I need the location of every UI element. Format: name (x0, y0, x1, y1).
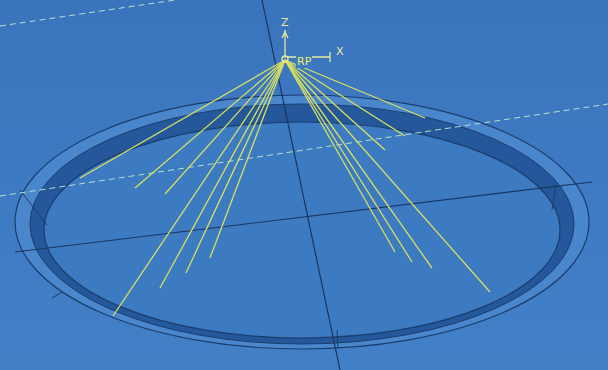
partition-lines (15, 0, 592, 370)
coupling-lines (80, 60, 490, 316)
datum-lines (0, 0, 608, 196)
axis-label: Z (281, 17, 289, 29)
reference-point-label: RP (296, 56, 312, 68)
reference-point (282, 56, 288, 62)
ring-outer-edge (15, 95, 589, 349)
axis-label: X (336, 46, 344, 58)
wall-edges (20, 185, 556, 348)
groove-wall (30, 104, 574, 344)
